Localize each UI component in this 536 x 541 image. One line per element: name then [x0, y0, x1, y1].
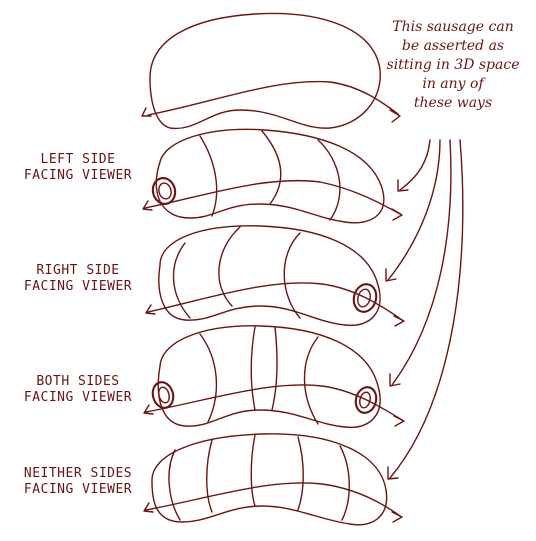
sausage-plain-arrow-right [389, 109, 401, 123]
annotation-note: This sausage can be asserted as sitting … [378, 18, 528, 113]
sausage-plain [141, 12, 401, 130]
sausage-right-contour-1 [172, 242, 191, 319]
label-both-sides: BOTH SIDES FACING VIEWER [14, 374, 142, 406]
sausage-neither-contour-5 [339, 445, 350, 521]
sausage-right-arrow-right [393, 315, 405, 327]
sausage-both-contour-2 [250, 326, 256, 411]
note-line-2: be asserted as [401, 38, 505, 54]
pointer-arrowhead-both-sides [389, 373, 401, 387]
sausage-left-contour-1 [199, 135, 218, 217]
sausage-both-sides [143, 325, 405, 429]
sausage-both-arrow-right [393, 415, 405, 427]
sausage-both-left-cap-outer [151, 381, 175, 409]
label-neither-sides-line-2: FACING VIEWER [23, 482, 133, 497]
label-right-side: RIGHT SIDE FACING VIEWER [14, 263, 142, 295]
sausage-both-right-cap-outer [354, 386, 378, 414]
sausage-neither-contour-3 [250, 434, 256, 507]
label-both-sides-line-1: BOTH SIDES [36, 374, 120, 389]
sausage-left-arrow-left [142, 200, 153, 211]
label-both-sides-line-2: FACING VIEWER [23, 390, 133, 405]
note-line-3: sitting in 3D space [386, 57, 520, 73]
pointer-arrowhead-neither-sides [387, 466, 399, 480]
sausage-neither-axis [145, 482, 401, 517]
note-line-1: This sausage can [392, 19, 514, 35]
sausage-right-end-cap-inner [357, 288, 371, 308]
pointer-arrows [385, 139, 464, 480]
note-line-4: in any of [422, 76, 484, 92]
sausage-both-axis [145, 384, 403, 421]
sausage-neither-side [143, 433, 403, 526]
sausage-plain-arrow-left [141, 107, 152, 117]
sausage-both-contour-3 [271, 326, 278, 411]
sausage-left-outline [155, 128, 385, 224]
label-neither-sides-line-1: NEITHER SIDES [23, 466, 133, 481]
sausage-right-outline [158, 225, 381, 327]
sausage-right-contour-3 [283, 232, 301, 319]
label-left-side-line-2: FACING VIEWER [23, 168, 133, 183]
sausage-both-arrow-left [143, 404, 154, 415]
sausage-plain-axis [147, 80, 399, 116]
sausage-left-axis [144, 179, 401, 215]
sausage-left-side [142, 128, 403, 224]
sausage-plain-outline [149, 12, 381, 130]
sausage-both-contour-1 [199, 333, 218, 423]
sausage-left-end-cap-inner [158, 182, 172, 200]
label-left-side-line-1: LEFT SIDE [40, 152, 116, 167]
sausage-both-outline [157, 325, 381, 429]
label-left-side: LEFT SIDE FACING VIEWER [14, 152, 142, 184]
sausage-left-arrow-right [391, 208, 403, 221]
note-line-5: these ways [413, 95, 493, 111]
sausage-neither-arrow-right [391, 511, 403, 523]
sausage-neither-contour-2 [206, 439, 213, 513]
pointer-arrow-both-sides [391, 139, 452, 386]
sausage-neither-outline [151, 433, 388, 526]
sausage-both-right-cap-inner [359, 391, 371, 409]
label-right-side-line-1: RIGHT SIDE [36, 263, 120, 278]
label-right-side-line-2: FACING VIEWER [23, 279, 133, 294]
label-neither-sides: NEITHER SIDES FACING VIEWER [14, 466, 142, 498]
pointer-arrow-right-side [387, 139, 441, 281]
sausage-right-side [145, 225, 405, 327]
pointer-arrowhead-right-side [385, 268, 397, 282]
sausage-right-axis [147, 282, 403, 321]
sausage-right-contour-2 [218, 226, 241, 307]
sausage-left-contour-2 [261, 130, 282, 205]
sausage-both-contour-4 [303, 336, 319, 425]
pointer-arrow-neither-sides [389, 139, 464, 479]
sausage-neither-contour-1 [168, 449, 181, 521]
sausage-neither-arrow-left [143, 502, 154, 513]
sausage-left-contour-3 [317, 139, 341, 221]
sausage-both-left-cap-inner [158, 386, 170, 404]
sausage-right-end-cap-outer [352, 283, 378, 313]
sausage-right-arrow-left [145, 304, 156, 315]
sausage-neither-contour-4 [297, 436, 304, 511]
pointer-arrowhead-left-side [397, 179, 409, 192]
pointer-arrow-left-side [399, 139, 431, 191]
